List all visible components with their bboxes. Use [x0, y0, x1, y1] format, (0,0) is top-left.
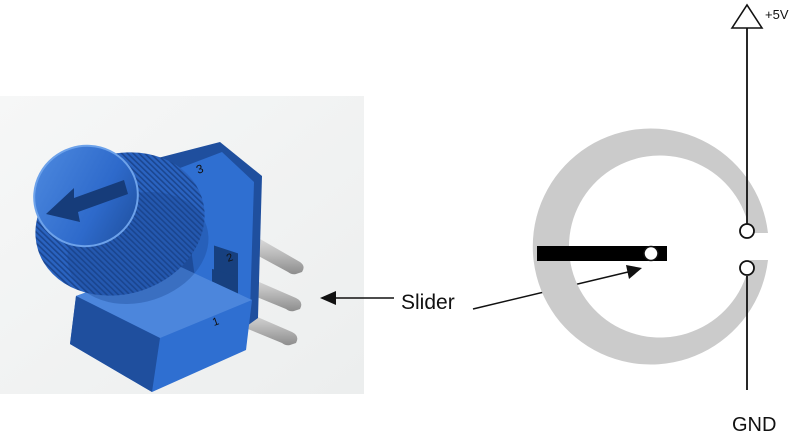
trimmer-potentiometer-photo: 3 2 1	[0, 96, 364, 394]
slider-label: Slider	[401, 291, 455, 314]
pin-mark-3: 3	[194, 161, 205, 177]
potentiometer-schematic: +5V GND	[532, 3, 789, 436]
supply-label: +5V	[765, 7, 789, 22]
pin-mark-1: 1	[211, 315, 221, 328]
ground-terminal	[739, 260, 755, 276]
pot-knob	[33, 144, 209, 304]
slider-arrow-left	[320, 291, 394, 305]
supply-terminal	[739, 223, 755, 239]
pin-mark-2: 2	[225, 251, 235, 264]
supply-triangle-icon	[730, 3, 764, 29]
pot-base-front	[70, 296, 160, 392]
ground-label: GND	[732, 414, 776, 436]
wiper-bar	[537, 246, 667, 261]
wiper-pivot	[643, 245, 659, 262]
knob-face-rim	[33, 144, 139, 248]
knob-arrow-slot	[46, 180, 128, 222]
